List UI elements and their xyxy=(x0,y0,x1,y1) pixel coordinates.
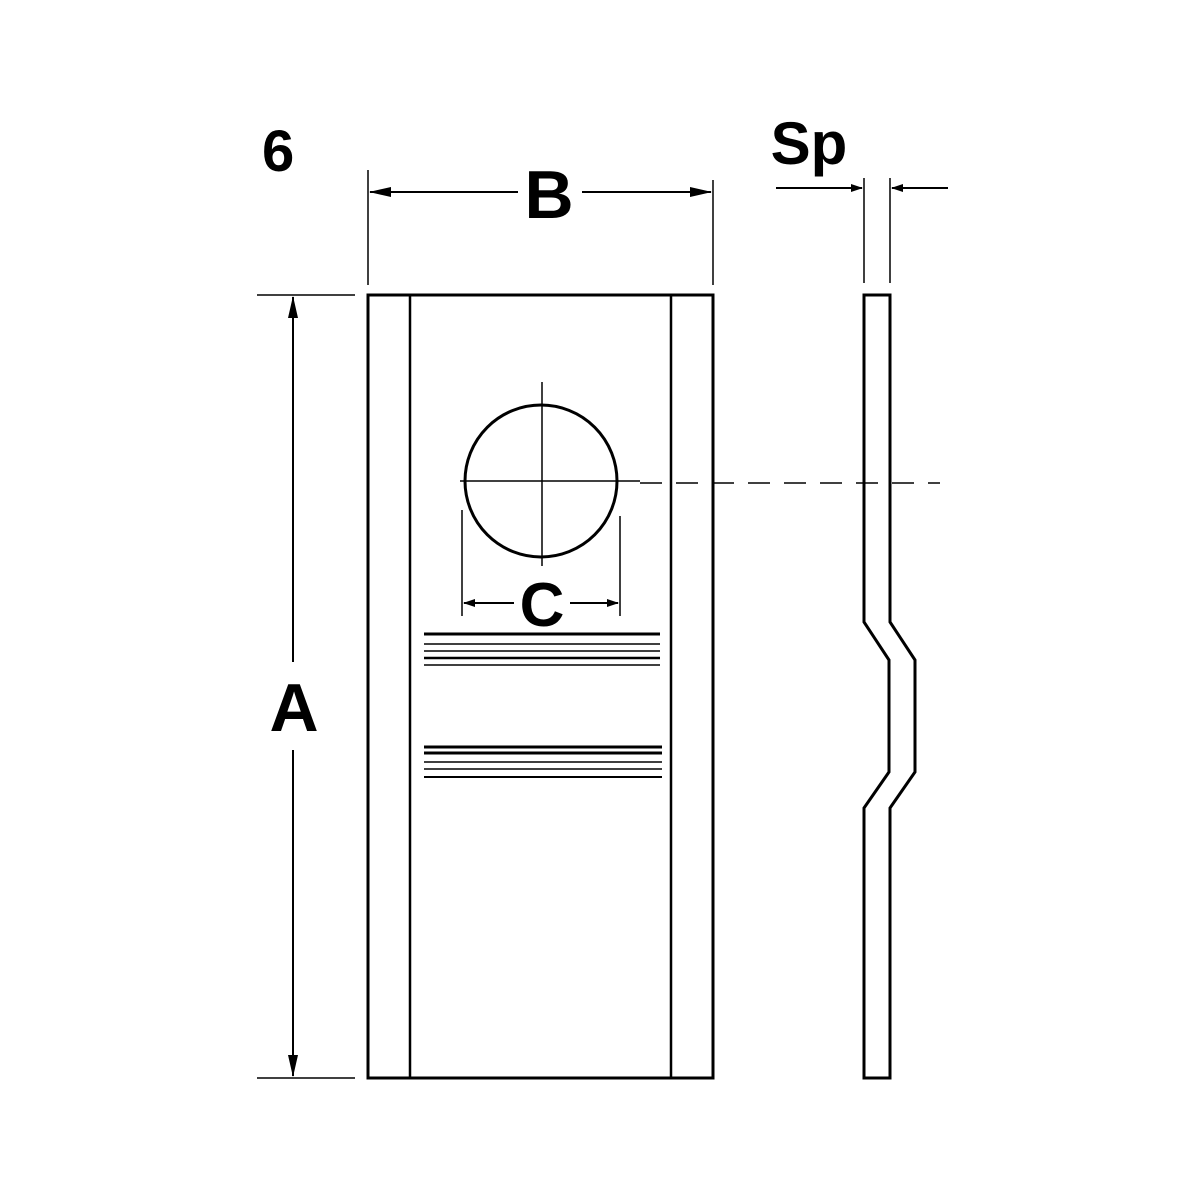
dimension-sp: Sp xyxy=(771,110,948,283)
dimension-a-label: A xyxy=(269,670,318,746)
figure-number-label: 6 xyxy=(262,119,294,184)
blade-side-view xyxy=(862,293,917,1080)
blade-front-view xyxy=(366,293,715,1080)
dimension-c: C xyxy=(461,510,621,640)
dimension-c-label: C xyxy=(520,571,565,640)
dimension-sp-label: Sp xyxy=(771,110,848,177)
dimension-a: A xyxy=(257,294,355,1079)
dimension-b-label: B xyxy=(524,157,573,233)
dimension-b: B xyxy=(367,157,714,285)
groove-upper xyxy=(424,632,660,666)
groove-lower xyxy=(424,745,662,778)
